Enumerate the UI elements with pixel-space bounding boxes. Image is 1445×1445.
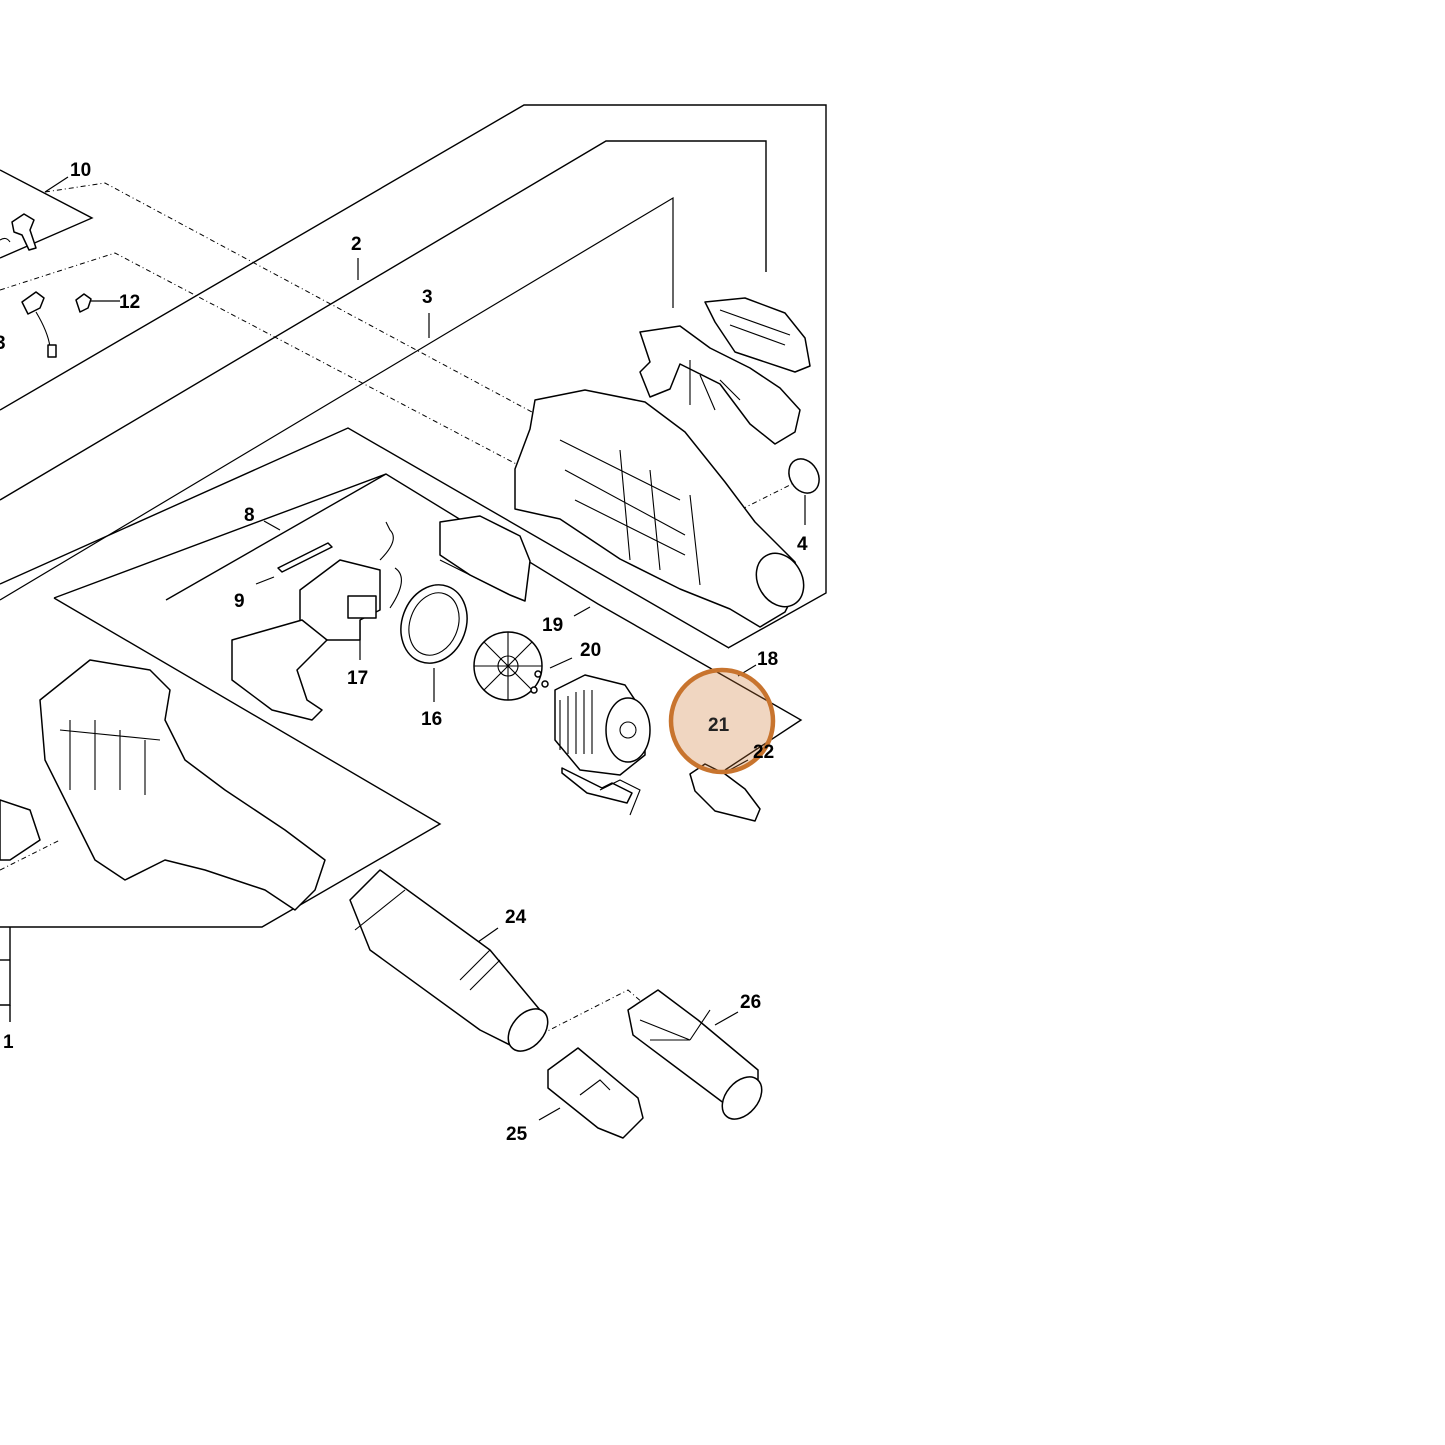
callout-10[interactable]: 10 — [70, 160, 91, 181]
part-main-housing — [514, 389, 805, 628]
selected-part-highlight[interactable] — [668, 667, 776, 775]
frame-bottom — [0, 597, 442, 928]
frame-8 — [0, 427, 730, 649]
dash-10 — [44, 182, 641, 471]
part-13-connector — [21, 291, 57, 358]
callout-1[interactable]: 1 — [3, 1032, 14, 1053]
frame-9 — [165, 473, 387, 601]
part-24-tube — [349, 869, 549, 1052]
callout-3[interactable]: 3 — [422, 287, 433, 308]
callout-2[interactable]: 2 — [351, 234, 362, 255]
part-25-nozzle — [547, 1047, 644, 1139]
frame-3-inner — [0, 196, 674, 601]
callout-12[interactable]: 12 — [119, 292, 140, 313]
part-2-housing-top — [704, 297, 811, 373]
part-12-clip — [75, 293, 92, 313]
part-26-nozzle — [627, 989, 763, 1120]
callout-13-partial[interactable]: 3 — [0, 333, 6, 354]
callout-17[interactable]: 17 — [347, 668, 368, 689]
callout-16[interactable]: 16 — [421, 709, 442, 730]
frame-1 — [0, 927, 11, 1006]
callout-4[interactable]: 4 — [797, 534, 808, 555]
callout-21[interactable]: 21 — [708, 715, 730, 736]
frame-3 — [0, 140, 767, 501]
part-18-motor — [554, 674, 651, 776]
callout-25[interactable]: 25 — [506, 1124, 528, 1145]
group-frames — [0, 104, 827, 1022]
part-21-cable — [561, 767, 641, 816]
callout-26[interactable]: 26 — [740, 992, 761, 1013]
frame-16 — [53, 473, 803, 771]
part-8-cover — [439, 515, 531, 602]
callout-20[interactable]: 20 — [580, 640, 601, 661]
part-10-switch — [0, 213, 37, 251]
part-duct — [231, 619, 328, 721]
part-20-screws — [530, 670, 549, 694]
part-17-board — [299, 521, 402, 641]
part-3-handle — [639, 325, 801, 445]
part-22-bracket — [689, 763, 761, 822]
callout-labels: 10 2 3 12 3 4 8 9 17 16 19 20 18 22 21 2… — [0, 160, 808, 1145]
callout-8[interactable]: 8 — [244, 505, 255, 526]
callout-9[interactable]: 9 — [234, 591, 245, 612]
part-19-fan — [473, 631, 543, 701]
callout-18[interactable]: 18 — [757, 649, 778, 670]
callout-19[interactable]: 19 — [542, 615, 563, 636]
dash-12 — [0, 252, 561, 488]
part-16-ring — [400, 584, 468, 664]
callout-24[interactable]: 24 — [505, 907, 527, 928]
frame-outer-2 — [0, 104, 827, 649]
frame-10 — [0, 169, 94, 259]
part-9-plate — [277, 542, 333, 573]
callout-22[interactable]: 22 — [753, 742, 774, 763]
part-front-housing — [0, 659, 326, 911]
dash-24-25 — [519, 989, 721, 1071]
part-4-disc — [788, 458, 820, 494]
